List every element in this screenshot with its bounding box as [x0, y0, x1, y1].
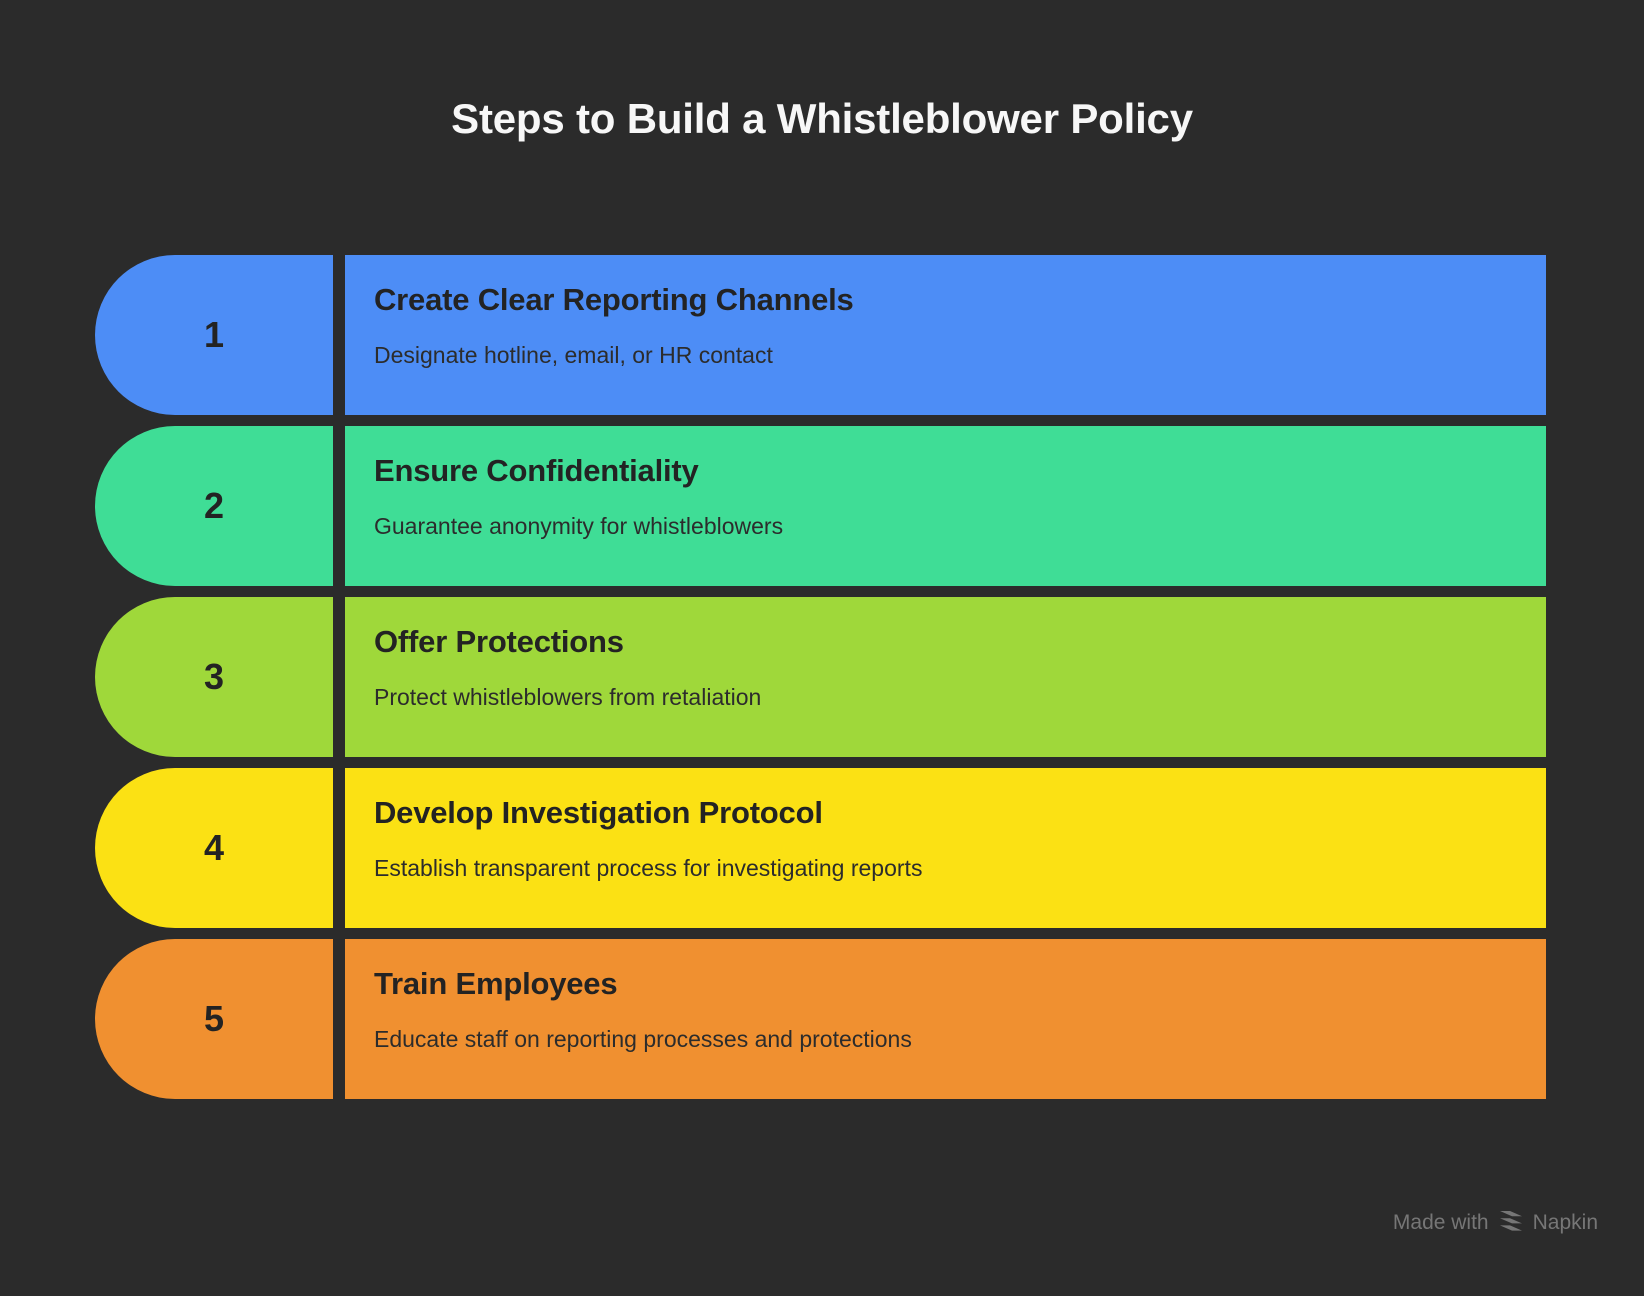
- step-number-badge: 5: [95, 939, 333, 1099]
- step-description: Designate hotline, email, or HR contact: [374, 341, 773, 368]
- step-title: Create Clear Reporting Channels: [374, 282, 854, 317]
- step-number-badge: 4: [95, 768, 333, 928]
- page-title: Steps to Build a Whistleblower Policy: [451, 95, 1193, 142]
- step-divider-gap: [333, 255, 345, 415]
- napkin-brand-label: Napkin: [1532, 1210, 1598, 1234]
- step-content-bar: Develop Investigation Protocol Establish…: [345, 768, 1546, 928]
- step-title: Train Employees: [374, 966, 618, 1001]
- step-divider-gap: [333, 597, 345, 757]
- step-number-badge: 1: [95, 255, 333, 415]
- step-title: Ensure Confidentiality: [374, 453, 699, 488]
- steps-list: 1 Create Clear Reporting Channels Design…: [95, 255, 1546, 1099]
- step-number: 3: [203, 656, 225, 697]
- step-row[interactable]: 3 Offer Protections Protect whistleblowe…: [95, 597, 1546, 757]
- step-row[interactable]: 4 Develop Investigation Protocol Establi…: [95, 768, 1546, 928]
- napkin-chevron-icon: [1498, 1210, 1524, 1234]
- step-row[interactable]: 5 Train Employees Educate staff on repor…: [95, 939, 1546, 1099]
- step-number: 1: [203, 314, 225, 355]
- step-number: 4: [203, 827, 225, 868]
- step-content-bar: Create Clear Reporting Channels Designat…: [345, 255, 1546, 415]
- step-title: Develop Investigation Protocol: [374, 795, 823, 830]
- step-row[interactable]: 2 Ensure Confidentiality Guarantee anony…: [95, 426, 1546, 586]
- step-description: Educate staff on reporting processes and…: [374, 1025, 912, 1052]
- napkin-watermark: Made with Napkin: [1393, 1210, 1598, 1234]
- step-divider-gap: [333, 426, 345, 586]
- step-description: Protect whistleblowers from retaliation: [374, 683, 762, 710]
- made-with-label: Made with: [1392, 1210, 1489, 1234]
- step-title: Offer Protections: [374, 624, 624, 659]
- step-content-bar: Offer Protections Protect whistleblowers…: [345, 597, 1546, 757]
- step-number: 2: [203, 485, 225, 526]
- step-number-badge: 3: [95, 597, 333, 757]
- step-row[interactable]: 1 Create Clear Reporting Channels Design…: [95, 255, 1546, 415]
- step-description: Guarantee anonymity for whistleblowers: [374, 512, 784, 539]
- step-content-bar: Train Employees Educate staff on reporti…: [345, 939, 1546, 1099]
- step-description: Establish transparent process for invest…: [374, 854, 923, 881]
- step-number: 5: [203, 998, 225, 1039]
- step-divider-gap: [333, 939, 345, 1099]
- step-divider-gap: [333, 768, 345, 928]
- step-content-bar: Ensure Confidentiality Guarantee anonymi…: [345, 426, 1546, 586]
- step-number-badge: 2: [95, 426, 333, 586]
